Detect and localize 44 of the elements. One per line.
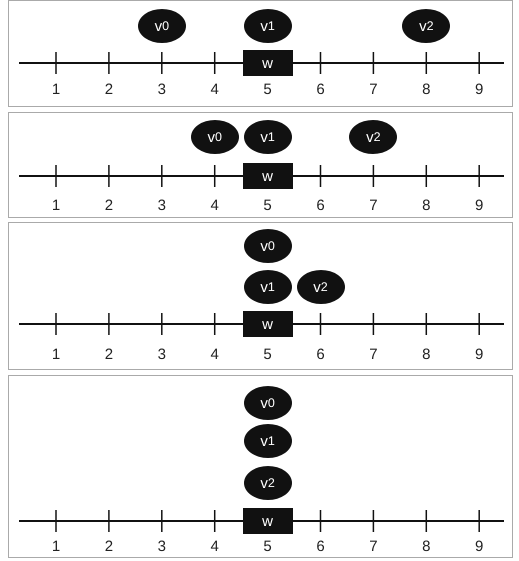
tick-number: 3 (156, 538, 167, 555)
tick-number: 6 (315, 538, 326, 555)
tick-number: 4 (210, 346, 220, 363)
tick-number: 2 (104, 197, 114, 214)
tick-number: 4 (210, 197, 220, 214)
tick-number: 9 (474, 538, 484, 555)
w-box: w (242, 50, 293, 76)
tick-number: 1 (50, 197, 62, 214)
tick-number: 1 (50, 81, 62, 98)
tick-number: 7 (368, 81, 379, 98)
tick-number: 9 (474, 346, 484, 363)
w-box: w (242, 163, 293, 189)
tick-number: 5 (262, 538, 273, 555)
tick-number: 2 (104, 81, 114, 98)
tick-number: 3 (156, 197, 167, 214)
tick-number: 9 (474, 197, 484, 214)
number-line-panel (8, 222, 513, 370)
tick-number: 1 (50, 538, 62, 555)
number-line-panel (8, 375, 513, 558)
tick-number: 2 (104, 346, 114, 363)
tick-number: 3 (156, 346, 167, 363)
tick-number: 8 (421, 538, 432, 555)
tick-number: 5 (262, 197, 273, 214)
tick-number: 7 (368, 197, 379, 214)
tick-number: 9 (474, 81, 484, 98)
tick-number: 6 (315, 81, 326, 98)
tick-number: 6 (315, 346, 326, 363)
tick-number: 1 (50, 346, 62, 363)
tick-number: 3 (156, 81, 167, 98)
tick-number: 8 (421, 81, 432, 98)
tick-number: 7 (368, 346, 379, 363)
tick-number: 4 (210, 81, 220, 98)
tick-number: 7 (368, 538, 379, 555)
number-line-panel (8, 0, 513, 107)
w-box: w (242, 508, 293, 534)
tick-number: 6 (315, 197, 326, 214)
tick-number: 8 (421, 346, 432, 363)
number-line-panel (8, 112, 513, 218)
tick-number: 5 (262, 81, 273, 98)
tick-number: 4 (210, 538, 220, 555)
tick-number: 8 (421, 197, 432, 214)
w-box: w (242, 311, 293, 337)
tick-number: 5 (262, 346, 273, 363)
tick-number: 2 (104, 538, 114, 555)
